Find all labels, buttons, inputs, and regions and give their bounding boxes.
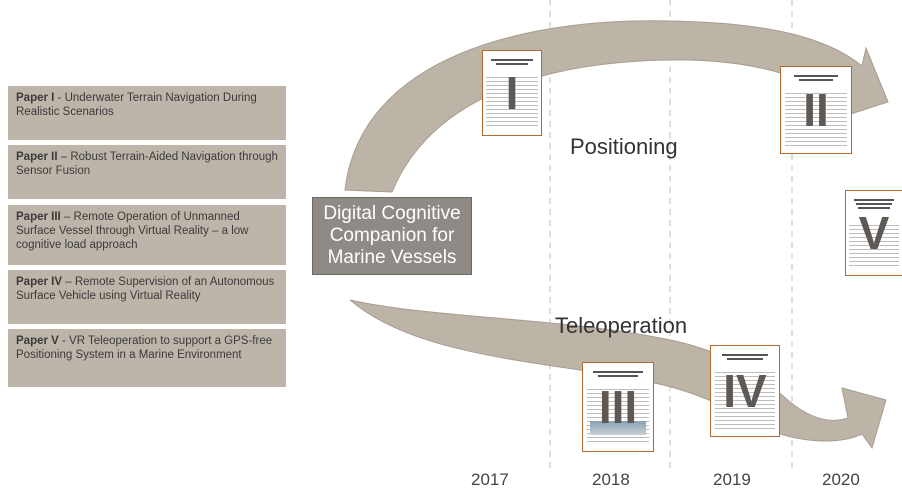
paper-ii-box: Paper II – Robust Terrain-Aided Navigati… (8, 145, 286, 199)
paper-i-box: Paper I - Underwater Terrain Navigation … (8, 86, 286, 140)
paper-v-thumbnail: V (845, 190, 902, 276)
paper-ii-title: – Robust Terrain-Aided Navigation throug… (16, 151, 278, 177)
paper-i-thumbnail: I (482, 50, 542, 136)
paper-iii-thumbnail: III (582, 362, 654, 452)
year-label-2019: 2019 (713, 470, 751, 489)
paper-ii-label: Paper II (16, 151, 58, 163)
paper-iv-thumbnail: IV (710, 345, 780, 437)
year-label-2017: 2017 (471, 470, 509, 489)
year-label-2018: 2018 (592, 470, 630, 489)
paper-iii-box: Paper III – Remote Operation of Unmanned… (8, 205, 286, 265)
paper-i-label: Paper I (16, 92, 55, 104)
year-label-2020: 2020 (822, 470, 860, 489)
paper-i-numeral: I (505, 67, 519, 119)
central-concept-box: Digital Cognitive Companion for Marine V… (312, 197, 472, 275)
central-concept-label: Digital Cognitive Companion for Marine V… (323, 203, 461, 268)
paper-iii-label: Paper III (16, 211, 61, 223)
positioning-label: Positioning (570, 134, 678, 159)
paper-i-title: - Underwater Terrain Navigation During R… (16, 92, 257, 118)
paper-iv-label: Paper IV (16, 276, 63, 288)
paper-ii-thumbnail: II (780, 66, 852, 154)
paper-v-numeral: V (858, 207, 890, 259)
paper-ii-numeral: II (803, 84, 829, 136)
paper-v-label: Paper V (16, 335, 59, 347)
paper-iv-box: Paper IV – Remote Supervision of an Auto… (8, 270, 286, 324)
paper-v-box: Paper V - VR Teleoperation to support a … (8, 329, 286, 387)
teleoperation-label: Teleoperation (555, 313, 688, 338)
paper-v-title: - VR Teleoperation to support a GPS-free… (16, 335, 273, 361)
paper-iii-numeral: III (598, 381, 638, 433)
paper-iv-numeral: IV (723, 365, 767, 417)
paper-iii-title: – Remote Operation of Unmanned Surface V… (16, 211, 249, 251)
paper-iv-title: – Remote Supervision of an Autonomous Su… (16, 276, 275, 302)
